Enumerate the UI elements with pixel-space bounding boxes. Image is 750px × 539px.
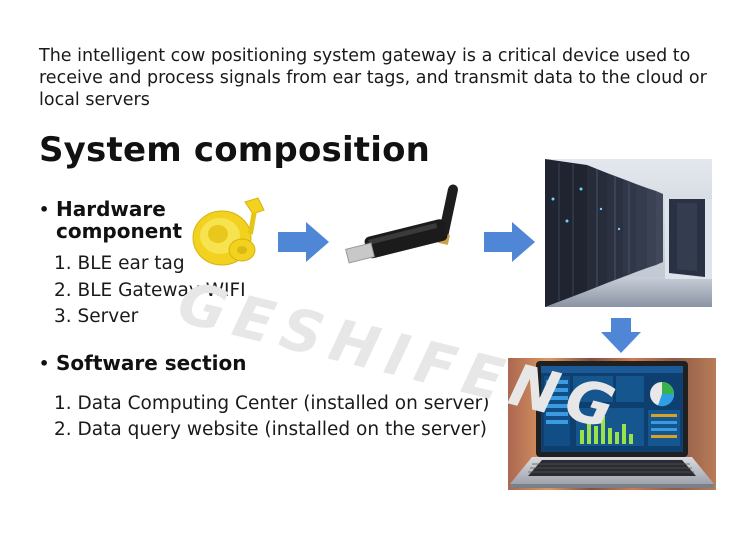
hardware-heading-line1: Hardware (56, 197, 166, 221)
laptop-dashboard-icon (508, 358, 716, 490)
software-heading-text: Software section (56, 351, 247, 375)
ear-tag-icon (192, 197, 265, 266)
bullet-dot: • (39, 200, 50, 219)
intro-paragraph: The intelligent cow positioning system g… (39, 46, 707, 110)
software-item-computing-center: 1. Data Computing Center (installed on s… (54, 393, 490, 414)
hardware-item-server: 3. Server (54, 306, 139, 327)
usb-gateway-icon (345, 184, 458, 264)
software-item-query-website: 2. Data query website (installed on the … (54, 419, 487, 440)
section-title: System composition (39, 130, 431, 170)
arrow-down-icon (601, 318, 641, 353)
hardware-item-ear-tag: 1. BLE ear tag (54, 253, 185, 274)
hardware-item-gateway: 2. BLE Gateway WIFI (54, 280, 246, 301)
arrow-right-icon (278, 222, 329, 262)
hardware-heading-line2: component (56, 219, 183, 243)
arrow-right-icon (484, 222, 535, 262)
server-room-icon (545, 159, 712, 307)
bullet-dot: • (39, 354, 50, 373)
